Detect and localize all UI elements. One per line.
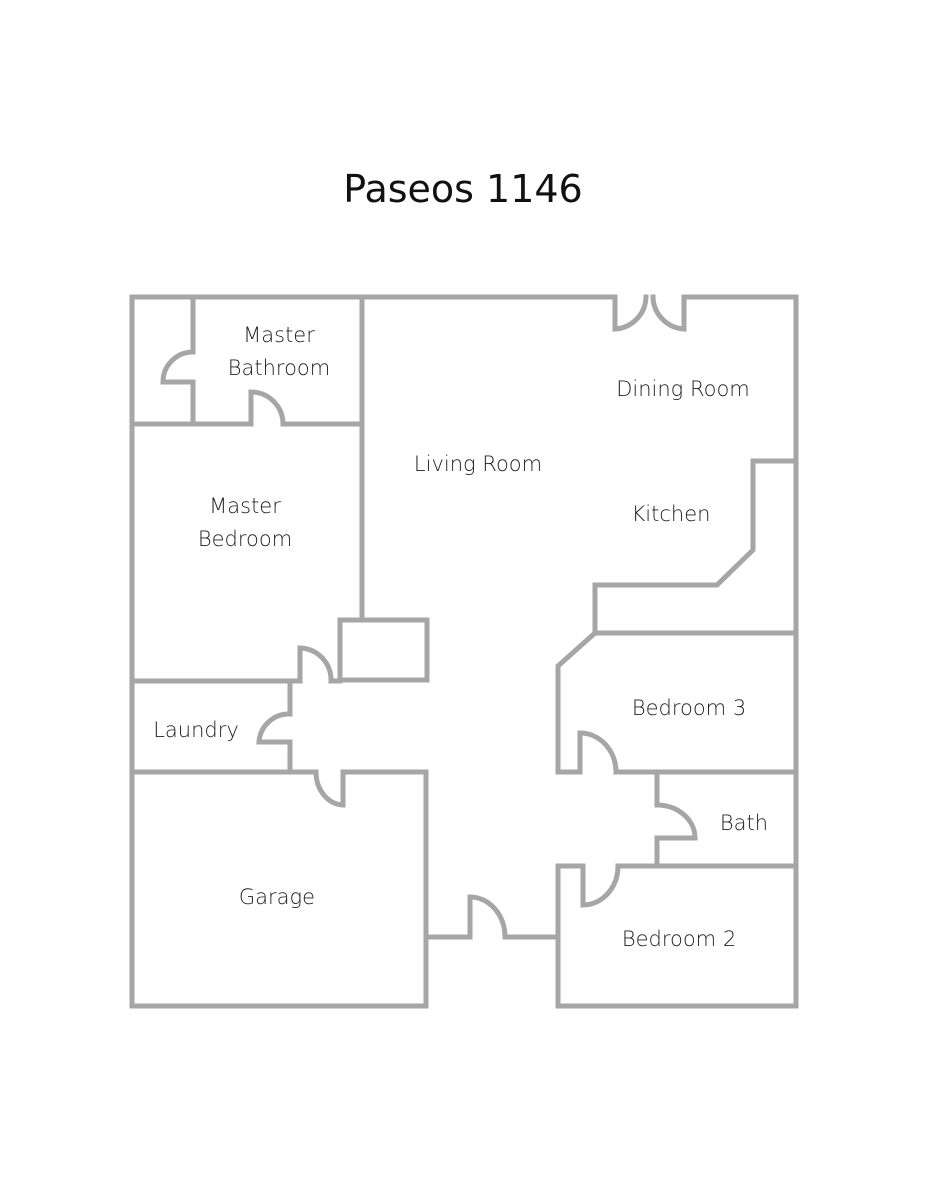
bath-wall: [654, 769, 698, 869]
kitchen-wall: [592, 458, 799, 636]
label-kitchen: Kitchen: [632, 502, 711, 526]
label-laundry: Laundry: [153, 718, 239, 742]
dining-double-door: [612, 294, 687, 332]
label-bath: Bath: [720, 811, 768, 835]
label-master-bedroom-2: Bedroom: [198, 527, 292, 551]
garage-north-wall: [129, 769, 429, 808]
laundry-wall: [256, 678, 293, 775]
label-bedroom-2: Bedroom 2: [622, 927, 736, 951]
master-bedroom-south-wall: [129, 645, 343, 684]
room-labels: Master Bathroom Master Bedroom Living Ro…: [153, 323, 768, 951]
label-master-bathroom-1: Master: [243, 323, 315, 347]
master-bath-wall: [129, 389, 365, 427]
label-dining-room: Dining Room: [616, 377, 750, 401]
label-bedroom-3: Bedroom 3: [632, 696, 746, 720]
label-living-room: Living Room: [414, 452, 542, 476]
closet-box: [337, 617, 430, 683]
label-garage: Garage: [239, 885, 315, 909]
garage-hall-wall: [423, 894, 561, 940]
label-master-bathroom-2: Bathroom: [228, 356, 331, 380]
outer-wall: [129, 294, 799, 1009]
closet-wall: [160, 294, 196, 427]
bedroom-2-north-wall: [555, 863, 799, 908]
walls: [129, 294, 799, 1009]
bedroom-3-wall: [555, 630, 799, 775]
plan-title: Paseos 1146: [343, 167, 583, 211]
label-master-bedroom-1: Master: [209, 494, 281, 518]
